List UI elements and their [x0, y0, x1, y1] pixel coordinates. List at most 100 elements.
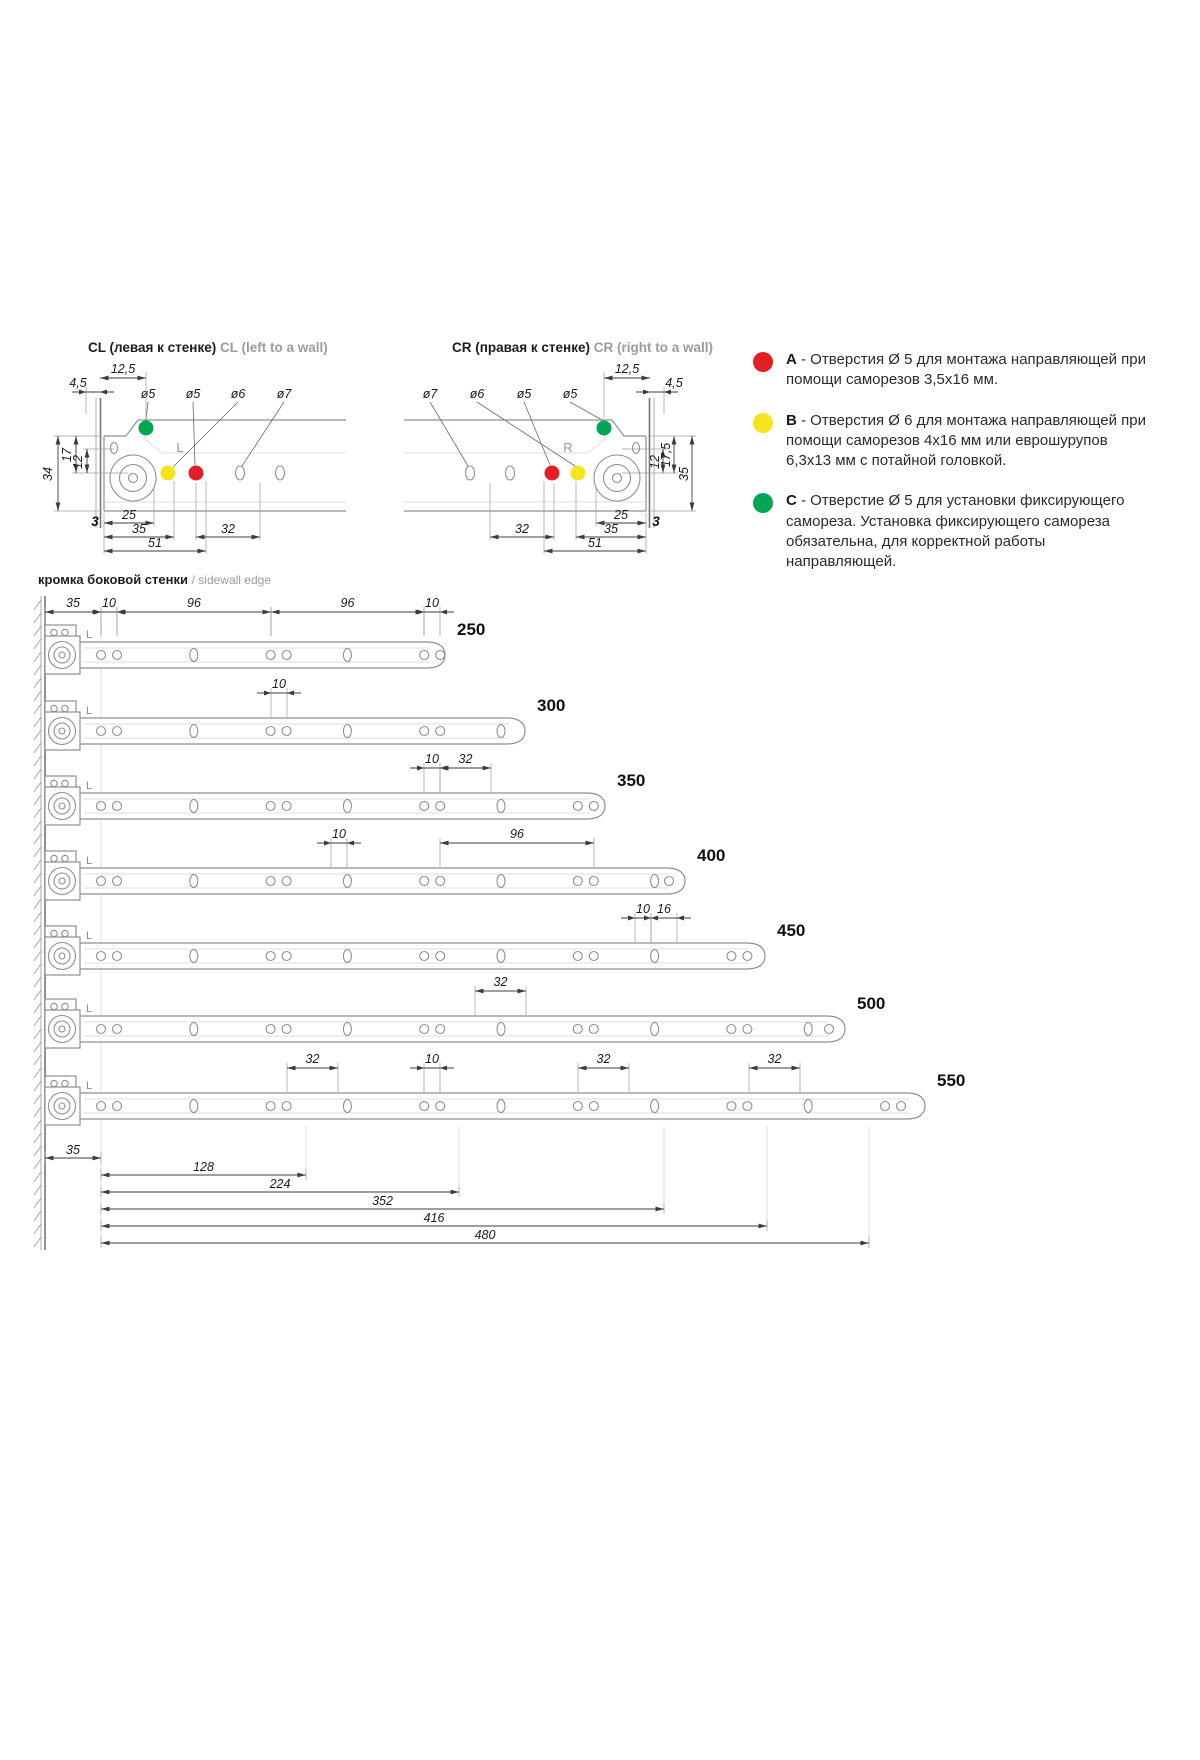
cl-dia-label-3: ø7: [277, 387, 293, 401]
cl-hole-d7-1: [234, 465, 246, 481]
dim-label: 32: [494, 975, 508, 989]
dim-label: 10: [425, 596, 439, 610]
dim-row-6: 32 10 32 32: [286, 1052, 801, 1092]
cr-title-en: CR (right to a wall): [593, 340, 713, 355]
slide-400: L 400: [44, 846, 725, 901]
dim-label: 480: [475, 1228, 496, 1242]
dim-label: 10: [102, 596, 116, 610]
cl-dia-label-1: ø5: [186, 387, 201, 401]
dim-label: 352: [372, 1194, 393, 1208]
cr-dim-35-side: 35: [677, 467, 691, 481]
cl-drawing: L ø5 ø5 ø6 ø7 12,5 4,5 34 17 12: [41, 362, 346, 554]
cr-dim-35: 35: [604, 522, 618, 536]
dim-label: 16: [657, 902, 671, 916]
dim-label: 96: [510, 827, 524, 841]
cr-dim-12: 12: [648, 455, 662, 469]
cl-dim-12: 12: [71, 455, 85, 469]
dim-row-3: 10 96: [317, 827, 595, 867]
cr-letter: R: [563, 440, 572, 455]
cl-dimensions: 12,5 4,5 34 17 12 25 35 32 51 3: [41, 362, 261, 554]
cl-dim-25: 25: [121, 508, 136, 522]
slide-letter: L: [86, 1003, 92, 1015]
legend-item-c: C - Отверстие Ø 5 для установки фиксирую…: [752, 491, 1182, 572]
legend-text-a: A - Отверстия Ø 5 для монтажа направляющ…: [786, 350, 1146, 391]
slide-length-label: 450: [777, 921, 805, 940]
cl-dia-label-0: ø5: [141, 387, 156, 401]
dim-label: 32: [459, 752, 473, 766]
cl-letter: L: [176, 440, 183, 455]
cr-rail-profile: R: [404, 419, 647, 512]
dim-label: 224: [269, 1177, 291, 1191]
cr-dimensions: 12,5 4,5 12 17,5 35 25 35 32 51 3: [489, 362, 696, 554]
cr-hole-d7-1: [464, 465, 476, 481]
legend-desc-a: - Отверстия Ø 5 для монтажа направляющей…: [786, 351, 1146, 389]
cl-dim-34: 34: [41, 467, 55, 481]
cl-dim-51: 51: [148, 536, 162, 550]
cr-dim-4-5: 4,5: [665, 376, 682, 390]
cr-dim-25: 25: [613, 508, 628, 522]
cr-dia-label-0: ø7: [423, 387, 439, 401]
dim-label: 10: [332, 827, 346, 841]
legend-item-a: A - Отверстия Ø 5 для монтажа направляющ…: [752, 350, 1182, 391]
cr-hole-c-green: [596, 420, 612, 436]
slide-letter: L: [86, 855, 92, 867]
cl-title-en: CL (left to a wall): [219, 340, 328, 355]
cr-title: CR (правая к стенке) CR (right to a wall…: [452, 340, 713, 355]
sidewall-edge-label: кромка боковой стенки / sidewall edge: [38, 572, 271, 587]
dim-label: 32: [768, 1052, 782, 1066]
dim-label: 35: [66, 1143, 80, 1157]
legend-text-b: B - Отверстия Ø 6 для монтажа направляющ…: [786, 411, 1146, 472]
legend-letter-c: C: [786, 492, 797, 510]
guide-lines: [100, 620, 870, 1243]
cl-hole-b-yellow: [160, 465, 176, 481]
dim-label: 32: [597, 1052, 611, 1066]
dim-label: 10: [425, 1052, 439, 1066]
cl-hole-d7-2: [274, 465, 286, 481]
dim-row-5: 32: [474, 975, 527, 1015]
slide-letter: L: [86, 780, 92, 792]
cr-dim-12-5: 12,5: [615, 362, 639, 376]
slide-450: L 450: [44, 921, 805, 976]
cl-title: CL (левая к стенке) CL (left to a wall): [88, 340, 328, 355]
cr-dim-51: 51: [588, 536, 602, 550]
cr-dim-32: 32: [515, 522, 529, 536]
legend-desc-c: - Отверстие Ø 5 для установки фиксирующе…: [786, 492, 1125, 570]
cl-hole-c-green: [138, 420, 154, 436]
sidewall-label-ru: кромка боковой стенки: [38, 572, 188, 587]
dim-label: 35: [66, 596, 80, 610]
dim-label: 32: [306, 1052, 320, 1066]
cl-hole-top: [109, 441, 119, 455]
legend-letter-b: B: [786, 411, 797, 429]
slide-length-label: 350: [617, 771, 645, 790]
slide-length-label: 400: [697, 846, 725, 865]
cl-dim-32: 32: [221, 522, 235, 536]
slide-300: L 300: [44, 696, 565, 751]
cr-dia-label-1: ø6: [470, 387, 485, 401]
cl-hole-a-red: [188, 465, 204, 481]
legend-text-c: C - Отверстие Ø 5 для установки фиксирую…: [786, 491, 1146, 572]
slide-letter: L: [86, 629, 92, 641]
cl-rail-profile: L: [103, 419, 346, 512]
slide-length-label: 250: [457, 620, 485, 639]
cr-title-ru: CR (правая к стенке): [452, 340, 590, 355]
sidewall-label-en: / sidewall edge: [191, 573, 271, 587]
legend-item-b: B - Отверстия Ø 6 для монтажа направляющ…: [752, 411, 1182, 472]
slide-letter: L: [86, 705, 92, 717]
slide-length-label: 300: [537, 696, 565, 715]
cl-dia-label-2: ø6: [231, 387, 246, 401]
slide-length-label: 500: [857, 994, 885, 1013]
dim-row-1: 10: [257, 677, 301, 717]
cl-title-ru: CL (левая к стенке): [88, 340, 217, 355]
slide-length-label: 550: [937, 1071, 965, 1090]
slide-letter: L: [86, 930, 92, 942]
cl-dim-35: 35: [132, 522, 146, 536]
dim-label: 128: [193, 1160, 214, 1174]
dim-label: 416: [424, 1211, 445, 1225]
sidewall-edge: [33, 596, 46, 1250]
slide-500: L 500: [44, 994, 885, 1049]
hole-legend: A - Отверстия Ø 5 для монтажа направляющ…: [752, 350, 1182, 592]
